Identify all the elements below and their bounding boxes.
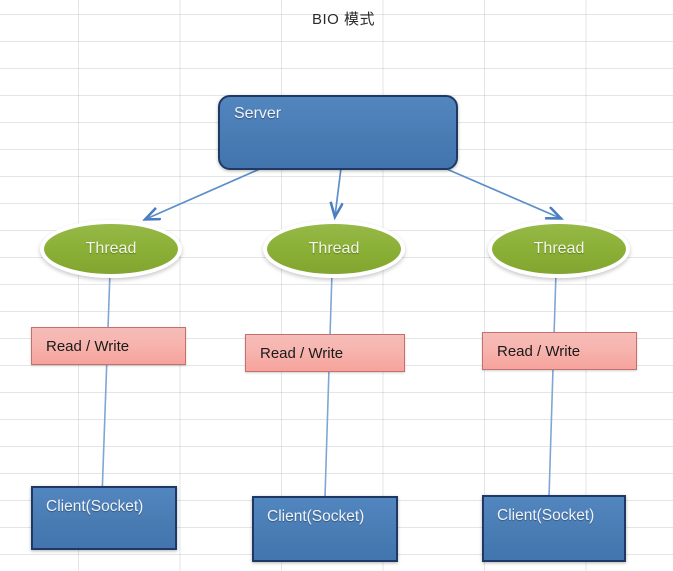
- client-socket-label-middle: Client(Socket): [267, 508, 365, 525]
- thread-ellipse-middle[interactable]: Thread: [263, 220, 405, 278]
- diagram-title: BIO 模式: [312, 11, 376, 28]
- read-write-box-middle[interactable]: Read / Write: [245, 334, 405, 372]
- read-write-label-right: Read / Write: [497, 342, 581, 360]
- client-socket-box-middle[interactable]: Client(Socket): [252, 496, 398, 562]
- client-socket-label-left: Client(Socket): [46, 498, 144, 515]
- read-write-box-right[interactable]: Read / Write: [482, 332, 637, 370]
- read-write-label-left: Read / Write: [46, 337, 130, 355]
- read-write-box-left[interactable]: Read / Write: [31, 327, 186, 365]
- thread-ellipse-right[interactable]: Thread: [488, 220, 630, 278]
- client-socket-box-right[interactable]: Client(Socket): [482, 495, 626, 562]
- thread-label-middle: Thread: [308, 240, 360, 257]
- client-socket-label-right: Client(Socket): [497, 507, 595, 524]
- thread-label-left: Thread: [85, 240, 137, 257]
- client-socket-box-left[interactable]: Client(Socket): [31, 486, 177, 550]
- server-box[interactable]: Server: [218, 95, 458, 170]
- thread-label-right: Thread: [533, 240, 585, 257]
- server-label: Server: [234, 105, 282, 122]
- thread-ellipse-left[interactable]: Thread: [40, 220, 182, 278]
- read-write-label-middle: Read / Write: [260, 344, 344, 362]
